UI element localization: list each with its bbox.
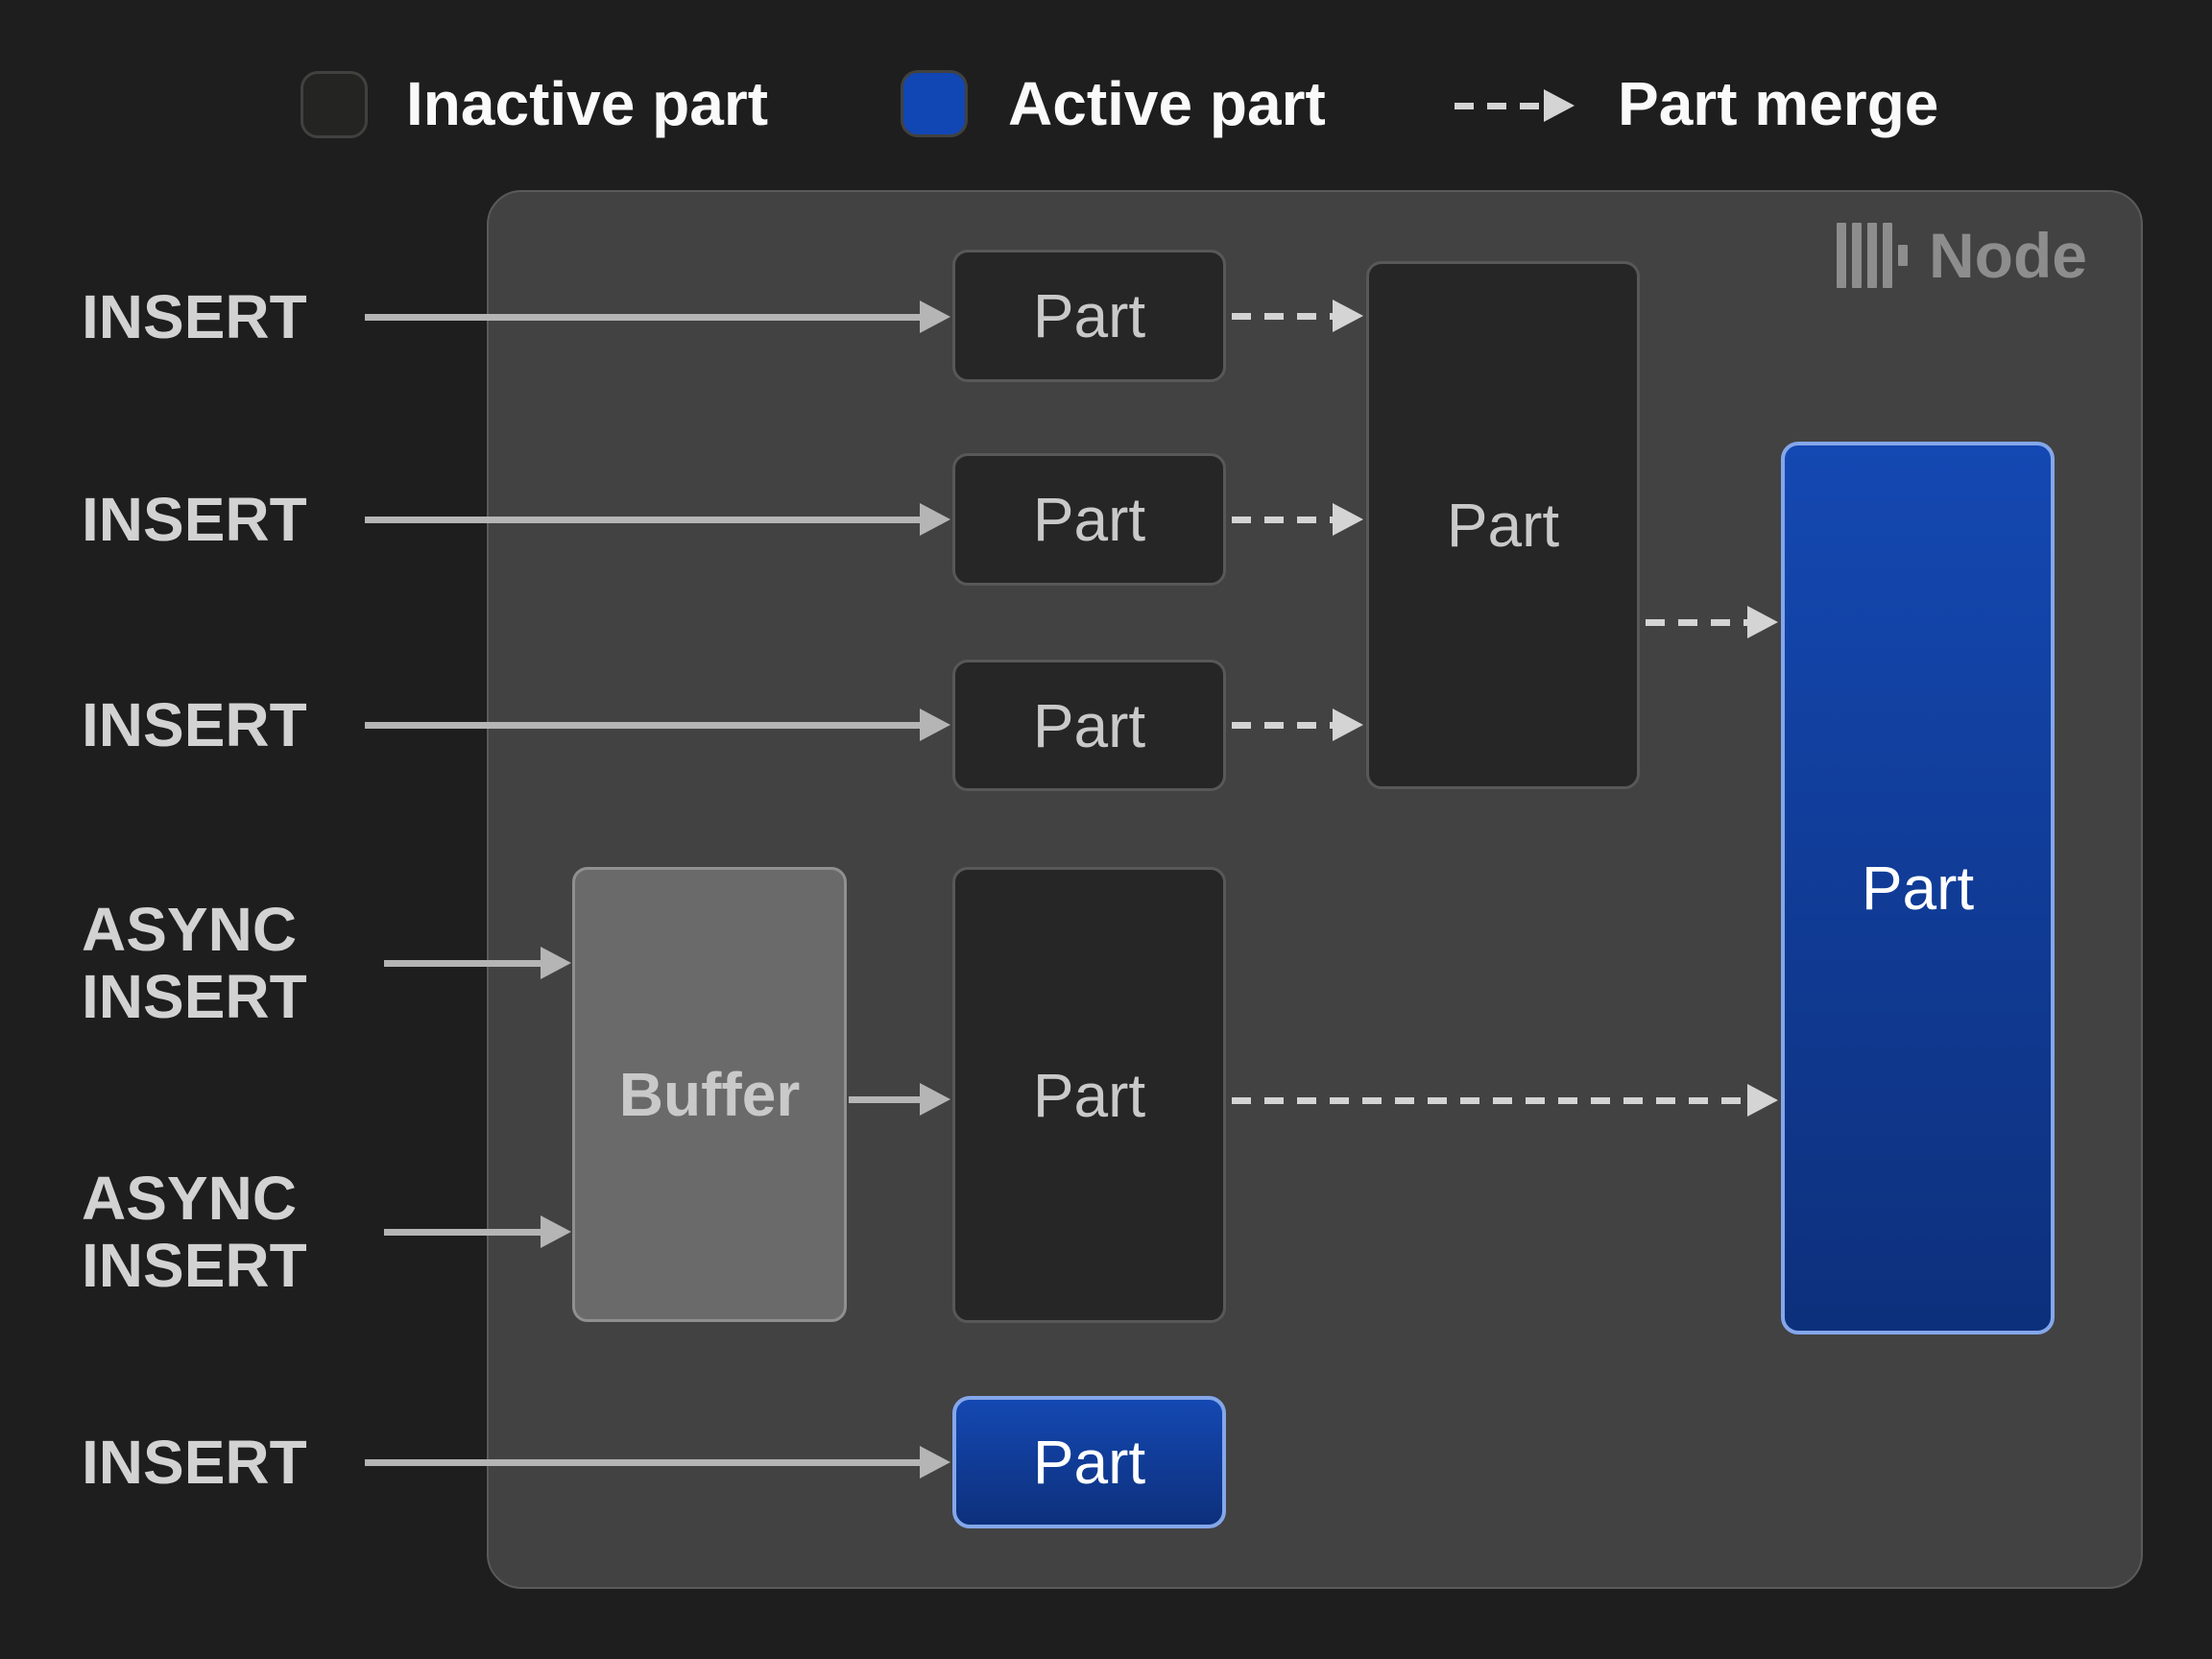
insert-arrow-4 bbox=[365, 1446, 950, 1479]
arrow-shaft bbox=[384, 959, 541, 967]
merge-arrow-part1 bbox=[1232, 300, 1363, 332]
arrow-shaft bbox=[1232, 721, 1333, 729]
arrow-shaft bbox=[365, 1458, 920, 1466]
arrowhead-icon bbox=[920, 503, 950, 536]
merged-part-box: Part bbox=[1366, 261, 1640, 789]
legend-part-merge-arrow-icon bbox=[1455, 89, 1575, 122]
arrow-shaft bbox=[384, 1228, 541, 1236]
buffered-part-box: Part bbox=[952, 867, 1226, 1323]
arrowhead-icon bbox=[920, 1446, 950, 1479]
async-insert-label-2: ASYNC INSERT bbox=[82, 1164, 307, 1300]
insert-label-1: INSERT bbox=[82, 282, 307, 351]
arrowhead-icon bbox=[541, 1215, 571, 1248]
async-insert-arrow-2 bbox=[384, 1215, 571, 1248]
arrow-shaft bbox=[365, 516, 920, 523]
arrowhead-icon bbox=[1747, 606, 1778, 638]
node-title-label: Node bbox=[1929, 220, 2087, 291]
insert-arrow-1 bbox=[365, 301, 950, 333]
arrow-shaft bbox=[1232, 1096, 1747, 1104]
merge-arrow-part2 bbox=[1232, 503, 1363, 536]
legend-active-swatch bbox=[901, 70, 968, 137]
clickhouse-logo-icon bbox=[1837, 223, 1908, 288]
part-box-2: Part bbox=[952, 453, 1226, 586]
insert-arrow-2 bbox=[365, 503, 950, 536]
arrow-shaft bbox=[1646, 618, 1747, 626]
insert-label-2: INSERT bbox=[82, 485, 307, 554]
legend-active-label: Active part bbox=[1008, 69, 1326, 138]
arrowhead-icon bbox=[920, 709, 950, 741]
arrow-shaft bbox=[1232, 516, 1333, 523]
part-box-1: Part bbox=[952, 250, 1226, 382]
arrowhead-icon bbox=[920, 301, 950, 333]
node-title: Node bbox=[1837, 219, 2087, 292]
arrowhead-icon bbox=[1333, 709, 1363, 741]
merge-arrow-mid-to-active bbox=[1646, 606, 1778, 638]
legend-merge-label: Part merge bbox=[1618, 69, 1939, 138]
insert-arrow-3 bbox=[365, 709, 950, 741]
arrow-shaft bbox=[1455, 102, 1544, 109]
async-insert-arrow-1 bbox=[384, 947, 571, 979]
buffer-box: Buffer bbox=[572, 867, 847, 1322]
arrowhead-icon bbox=[1747, 1084, 1778, 1117]
insert-label-3: INSERT bbox=[82, 690, 307, 759]
arrowhead-icon bbox=[541, 947, 571, 979]
active-part-box-new: Part bbox=[952, 1396, 1226, 1528]
arrow-shaft bbox=[365, 721, 920, 729]
legend-inactive-swatch bbox=[301, 71, 368, 138]
async-insert-label-1: ASYNC INSERT bbox=[82, 895, 307, 1031]
arrowhead-icon bbox=[1333, 503, 1363, 536]
arrowhead-icon bbox=[920, 1083, 950, 1116]
merge-arrow-buffered-to-active bbox=[1232, 1084, 1778, 1117]
arrow-shaft bbox=[849, 1095, 920, 1103]
arrow-shaft bbox=[365, 313, 920, 321]
insert-label-4: INSERT bbox=[82, 1428, 307, 1497]
arrowhead-icon bbox=[1333, 300, 1363, 332]
active-part-box-main: Part bbox=[1781, 442, 2055, 1334]
legend-inactive-label: Inactive part bbox=[406, 69, 769, 138]
buffer-to-part-arrow bbox=[849, 1083, 950, 1116]
arrowhead-icon bbox=[1544, 89, 1575, 122]
merge-arrow-part3 bbox=[1232, 709, 1363, 741]
part-box-3: Part bbox=[952, 660, 1226, 791]
arrow-shaft bbox=[1232, 312, 1333, 320]
